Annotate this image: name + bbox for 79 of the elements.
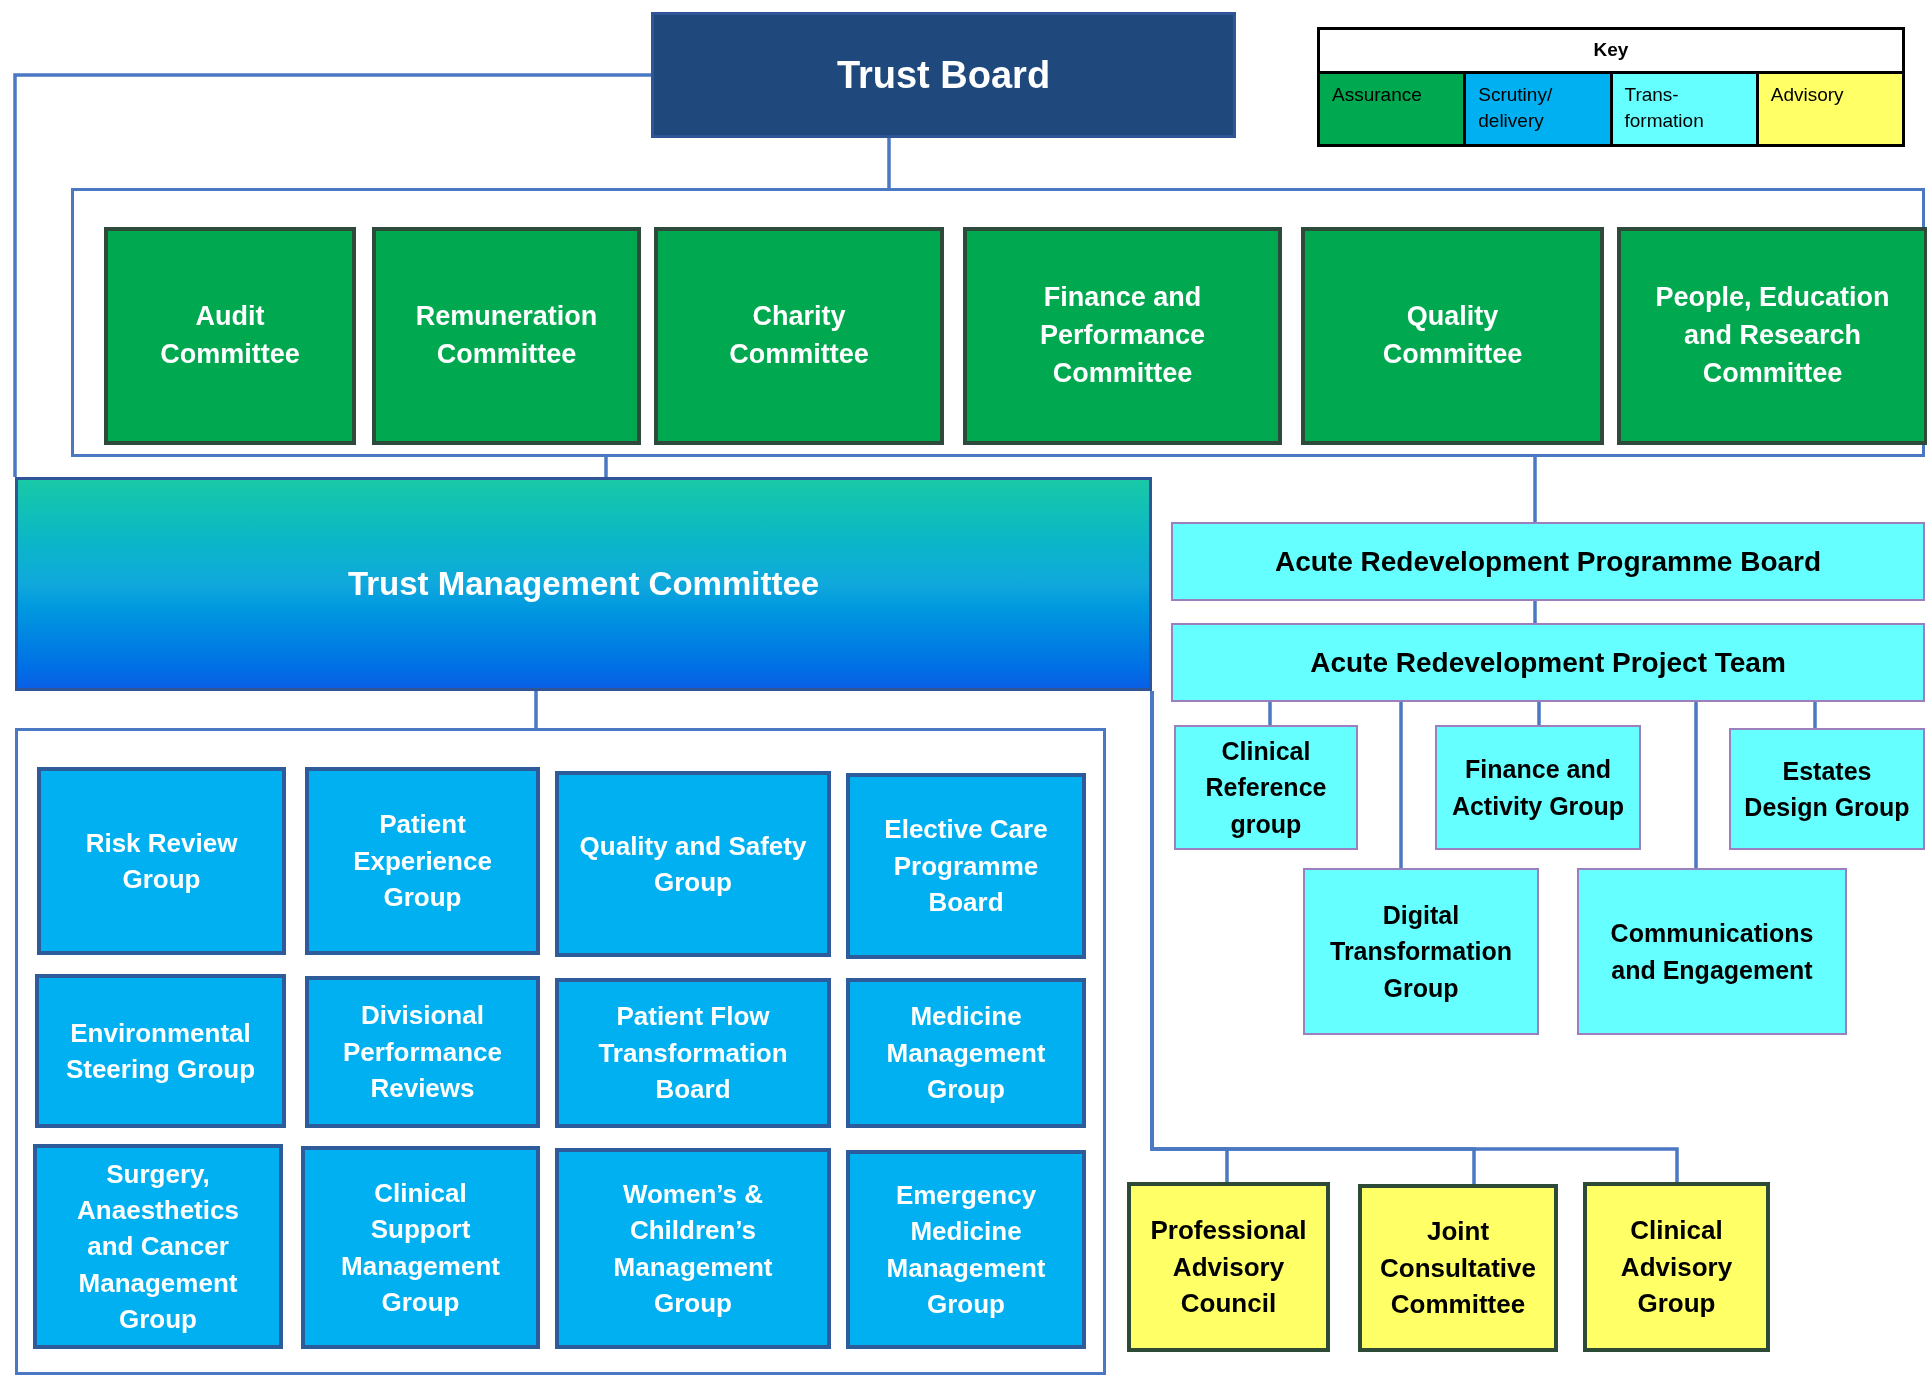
group-box [301, 1146, 540, 1349]
group-box [305, 976, 540, 1128]
connector-line [1533, 457, 1537, 522]
group-box [555, 1148, 831, 1349]
node-label: Finance and Performance Committee [1038, 281, 1207, 390]
council-box [1127, 1182, 1330, 1352]
group-box [33, 1144, 283, 1349]
node-label: Clinical Reference group [1204, 736, 1328, 840]
group-box [1303, 868, 1539, 1035]
connector-line [1268, 702, 1272, 725]
committee-box [654, 227, 944, 445]
committee-box [1301, 227, 1604, 445]
group-box [846, 1150, 1086, 1349]
node-label: Estates Design Group [1743, 755, 1911, 823]
committee-box [104, 227, 356, 445]
connector-line [1533, 601, 1537, 623]
connector-line [534, 691, 538, 728]
group-box [555, 771, 831, 957]
connector-line [1150, 691, 1679, 1182]
committee-box [372, 227, 641, 445]
node-label: Environmental Steering Group [64, 1016, 257, 1086]
group-box [1435, 725, 1641, 850]
node-label: Patient Experience Group [352, 808, 493, 915]
connector-line [1537, 702, 1541, 725]
connector-line [13, 73, 651, 477]
node-label: Charity Committee [728, 300, 870, 371]
node-label: Audit Committee [159, 300, 301, 371]
committee-box [1358, 1184, 1558, 1352]
legend-swatch: Advisory [1758, 74, 1902, 144]
node-label: Emergency Medicine Management Group [885, 1178, 1047, 1321]
connector-line [1694, 702, 1698, 868]
committee-box [15, 477, 1152, 691]
node-label: Women’s & Children’s Management Group [612, 1177, 774, 1320]
group-box [35, 974, 286, 1128]
group-outline [15, 728, 1106, 1375]
connector-line [1813, 702, 1817, 728]
node-label: Risk Review Group [84, 826, 239, 896]
group-outline [71, 188, 1925, 457]
node-label: Clinical Advisory Group [1619, 1214, 1734, 1321]
group-box [1583, 1182, 1770, 1352]
node-label: Digital Transformation Group [1329, 900, 1513, 1004]
project-team-box [1171, 623, 1925, 702]
group-box [1729, 728, 1925, 850]
programme-board-box [1171, 522, 1925, 601]
node-label: Quality Committee [1381, 300, 1524, 371]
node-label: Joint Consultative Committee [1379, 1215, 1537, 1322]
connector-line [1399, 702, 1403, 868]
node-label: Finance and Activity Group [1450, 754, 1626, 822]
board-box [651, 12, 1236, 138]
group-box [1577, 868, 1847, 1035]
group-box [846, 978, 1086, 1128]
node-label: Elective Care Programme Board [883, 813, 1049, 920]
legend-title: Key [1593, 38, 1629, 63]
node-label: Professional Advisory Council [1149, 1214, 1308, 1321]
node-label: Divisional Performance Reviews [342, 999, 503, 1106]
node-label: Surgery, Anaesthetics and Cancer Management Group [76, 1157, 240, 1337]
node-label: Medicine Management Group [885, 1000, 1047, 1107]
group-box [846, 773, 1086, 959]
node-label: Trust Management Committee [347, 564, 820, 605]
connector-line [604, 457, 608, 477]
node-label: Communications and Engagement [1609, 918, 1815, 986]
legend-swatch: Assurance [1320, 74, 1467, 144]
node-label: Trust Board [836, 52, 1051, 98]
node-label: Patient Flow Transformation Board [597, 1000, 789, 1107]
legend-swatch: Scrutiny/ delivery [1466, 74, 1613, 144]
group-box [1174, 725, 1358, 850]
legend-swatch: Trans- formation [1612, 74, 1759, 144]
node-label: Remuneration Committee [414, 300, 599, 371]
node-label: People, Education and Research Committee [1654, 281, 1891, 390]
group-box [555, 978, 831, 1128]
group-box [305, 767, 540, 955]
node-label: Acute Redevelopment Project Team [1310, 645, 1786, 680]
node-label: Quality and Safety Group [578, 829, 808, 899]
node-label: Clinical Support Management Group [340, 1176, 501, 1319]
group-box [37, 767, 286, 955]
connector-line [887, 138, 891, 188]
node-label: Acute Redevelopment Programme Board [1274, 544, 1822, 579]
committee-box [1617, 227, 1927, 445]
committee-box [963, 227, 1282, 445]
